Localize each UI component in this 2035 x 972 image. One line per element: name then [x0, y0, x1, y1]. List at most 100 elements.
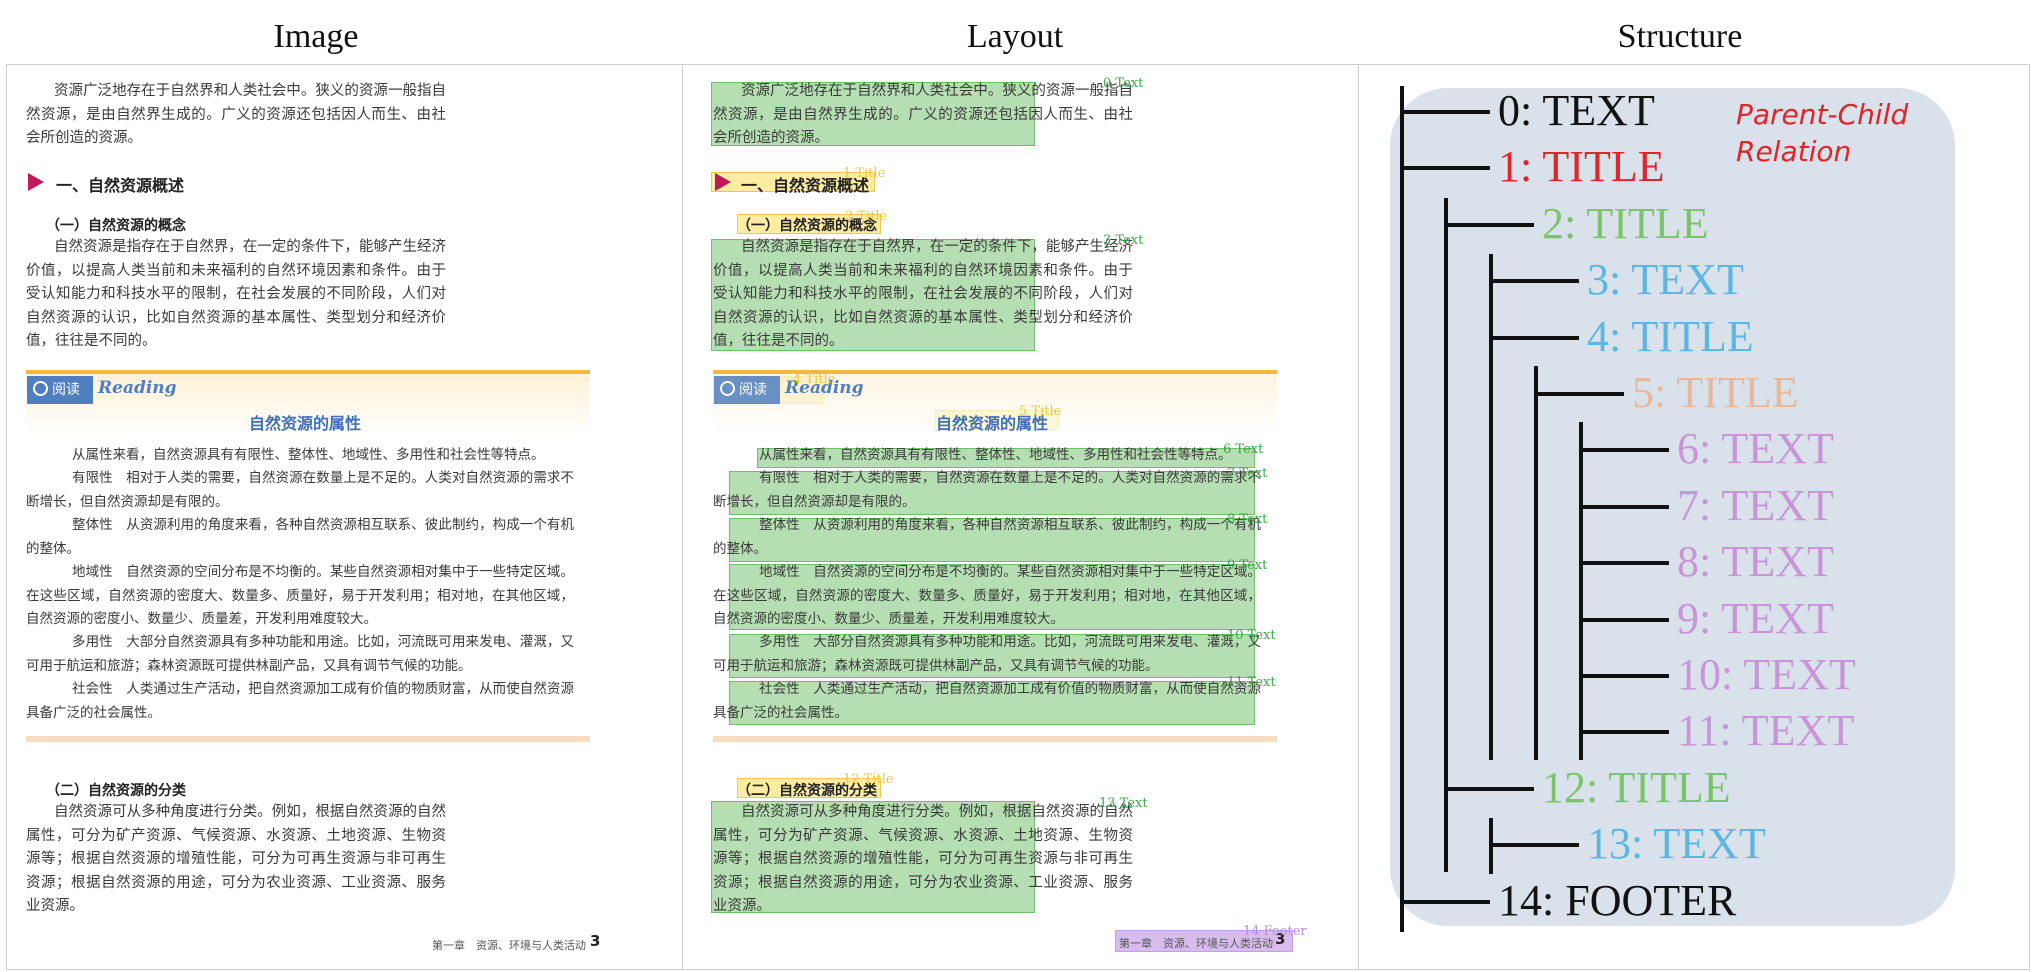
- tree-branch-12: [1444, 787, 1534, 791]
- tree-branch-4: [1489, 336, 1579, 340]
- divider-2: [1358, 64, 1359, 970]
- layout-subsection-title-b: （二）自然资源的分类: [737, 783, 877, 799]
- layout-panel: 资源广泛地存在于自然界和人类社会中。狭义的资源一般指自然资源，是由自然界生成的。…: [683, 66, 1358, 966]
- page-number: 3: [590, 932, 601, 950]
- tree-node-9: 9: TEXT: [1677, 594, 1834, 643]
- tree-node-2: 2: TITLE: [1542, 199, 1709, 248]
- header-layout: Layout: [966, 18, 1064, 55]
- layout-footer-text: 第一章 资源、环境与人类活动: [1119, 937, 1273, 950]
- tree-node-0: 0: TEXT: [1498, 86, 1655, 135]
- layout-label-12: 12 Title: [843, 772, 894, 787]
- layout-label-4: 4 Title: [793, 372, 836, 387]
- tree-trunk-2: [1489, 254, 1493, 760]
- reading-text-1: 有限性 相对于人类的需要，自然资源在数量上是不足的。人类对自然资源的需求不断增长…: [26, 470, 574, 510]
- tree-node-3: 3: TEXT: [1587, 255, 1744, 304]
- layout-search-icon: [720, 381, 735, 396]
- reading-tag: 阅读: [27, 376, 93, 404]
- layout-box-9: [729, 564, 1255, 630]
- subsection-title-a: （一）自然资源的概念: [46, 218, 186, 234]
- structure-background: [1390, 88, 1955, 926]
- layout-subsection-title-a: （一）自然资源的概念: [737, 218, 877, 234]
- tree-node-11: 11: TEXT: [1677, 706, 1855, 755]
- layout-reading-text-3: 地域性 自然资源的空间分布是不均衡的。某些自然资源相对集中于一些特定区域。在这些…: [713, 564, 1261, 627]
- tree-branch-0: [1400, 110, 1490, 114]
- layout-reading-title: 自然资源的属性: [936, 414, 1049, 433]
- layout-reading-text-0: 从属性来看，自然资源具有有限性、整体性、地域性、多用性和社会性等特点。: [759, 447, 1232, 463]
- layout-reading-header-bg: [713, 374, 1277, 436]
- layout-label-1: 1 Title: [843, 166, 886, 181]
- layout-paragraph-2: 自然资源可从多种角度进行分类。例如，根据自然资源的自然属性，可分为矿产资源、气候…: [713, 804, 1133, 914]
- layout-box-10: [729, 634, 1255, 678]
- tree-trunk-5: [1579, 422, 1583, 760]
- reading-top-band: [26, 370, 590, 374]
- layout-box-1: [711, 172, 875, 192]
- search-icon: [33, 381, 48, 396]
- tree-branch-5: [1534, 392, 1624, 396]
- tree-node-7: 7: TEXT: [1677, 481, 1834, 530]
- layout-label-9: 9 Text: [1227, 558, 1268, 573]
- divider-1: [682, 64, 683, 970]
- tree-node-5: 5: TITLE: [1632, 368, 1799, 417]
- layout-paragraph-0: 资源广泛地存在于自然界和人类社会中。狭义的资源一般指自然资源，是由自然界生成的。…: [713, 83, 1133, 146]
- reading-text-0: 从属性来看，自然资源具有有限性、整体性、地域性、多用性和社会性等特点。: [72, 447, 545, 463]
- tree-branch-6: [1579, 448, 1669, 452]
- section-title: 一、自然资源概述: [56, 176, 185, 195]
- layout-box-12: [737, 778, 881, 798]
- paragraph-1: 自然资源是指存在于自然界，在一定的条件下，能够产生经济价值，以提高人类当前和未来…: [26, 239, 446, 349]
- layout-box-14: [1115, 930, 1293, 952]
- reading-header-bg: [26, 374, 590, 436]
- reading-tag-label: 阅读: [52, 382, 80, 398]
- layout-label-8: 8 Text: [1227, 512, 1268, 527]
- layout-label-6: 6 Text: [1223, 442, 1264, 457]
- layout-reading-text-2: 整体性 从资源利用的角度来看，各种自然资源相互联系、彼此制约，构成一个有机的整体…: [713, 517, 1261, 557]
- layout-page-number: 3: [1275, 930, 1286, 948]
- relation-label: Parent-Child Relation: [1736, 98, 1909, 168]
- layout-reading-text-1: 有限性 相对于人类的需要，自然资源在数量上是不足的。人类对自然资源的需求不断增长…: [713, 470, 1261, 510]
- layout-reading-tag: 阅读: [714, 376, 780, 404]
- layout-label-7: 7 Text: [1227, 466, 1268, 481]
- layout-section-title: 一、自然资源概述: [741, 176, 870, 195]
- tree-branch-8: [1579, 561, 1669, 565]
- layout-label-0: 0 Text: [1103, 76, 1144, 91]
- layout-reading-text-5: 社会性 人类通过生产活动，把自然资源加工成有价值的物质财富，从而使自然资源具备广…: [713, 681, 1261, 721]
- layout-box-8: [729, 518, 1255, 562]
- layout-label-2: 2 Title: [845, 209, 888, 224]
- reading-text-3: 地域性 自然资源的空间分布是不均衡的。某些自然资源相对集中于一些特定区域。在这些…: [26, 564, 574, 627]
- reading-text-5: 社会性 人类通过生产活动，把自然资源加工成有价值的物质财富，从而使自然资源具备广…: [26, 681, 574, 721]
- tree-branch-1: [1400, 166, 1490, 170]
- figure-frame: [6, 64, 2030, 970]
- layout-label-13: 13 Text: [1099, 796, 1148, 811]
- tree-branch-2: [1444, 223, 1534, 227]
- layout-label-11: 11 Text: [1227, 675, 1276, 690]
- layout-reading-bottom-band: [713, 736, 1277, 742]
- header-structure: Structure: [1617, 18, 1743, 55]
- layout-box-0: [711, 82, 1035, 146]
- layout-label-10: 10 Text: [1227, 628, 1276, 643]
- layout-box-6: [757, 448, 1255, 468]
- tree-branch-10: [1579, 674, 1669, 678]
- footer-text: 第一章 资源、环境与人类活动: [432, 939, 586, 952]
- tree-node-14: 14: FOOTER: [1498, 876, 1737, 925]
- layout-paragraph-1: 自然资源是指存在于自然界，在一定的条件下，能够产生经济价值，以提高人类当前和未来…: [713, 239, 1133, 349]
- paragraph-0: 资源广泛地存在于自然界和人类社会中。狭义的资源一般指自然资源，是由自然界生成的。…: [26, 83, 446, 146]
- tree-branch-11: [1579, 730, 1669, 734]
- tree-branch-13: [1489, 843, 1579, 847]
- layout-reading-top-band: [713, 370, 1277, 374]
- header-image: Image: [273, 18, 359, 55]
- tree-trunk-root: [1400, 86, 1404, 932]
- reading-text-4: 多用性 大部分自然资源具有多种功能和用途。比如，河流既可用来发电、灌溉，又可用于…: [26, 634, 574, 674]
- reading-text-2: 整体性 从资源利用的角度来看，各种自然资源相互联系、彼此制约，构成一个有机的整体…: [26, 517, 574, 557]
- tree-branch-3: [1489, 279, 1579, 283]
- tree-branch-14: [1400, 900, 1490, 904]
- tree-node-4: 4: TITLE: [1587, 312, 1754, 361]
- layout-box-13: [711, 801, 1035, 913]
- layout-label-14: 14 Footer: [1243, 924, 1307, 939]
- tree-node-10: 10: TEXT: [1677, 650, 1856, 699]
- subsection-title-b: （二）自然资源的分类: [46, 783, 186, 799]
- section-marker-icon: [28, 173, 44, 191]
- layout-reading-tag-label: 阅读: [739, 382, 767, 398]
- tree-trunk-4: [1534, 366, 1538, 760]
- tree-node-8: 8: TEXT: [1677, 537, 1834, 586]
- tree-node-1: 1: TITLE: [1498, 142, 1665, 191]
- layout-box-11: [729, 681, 1255, 725]
